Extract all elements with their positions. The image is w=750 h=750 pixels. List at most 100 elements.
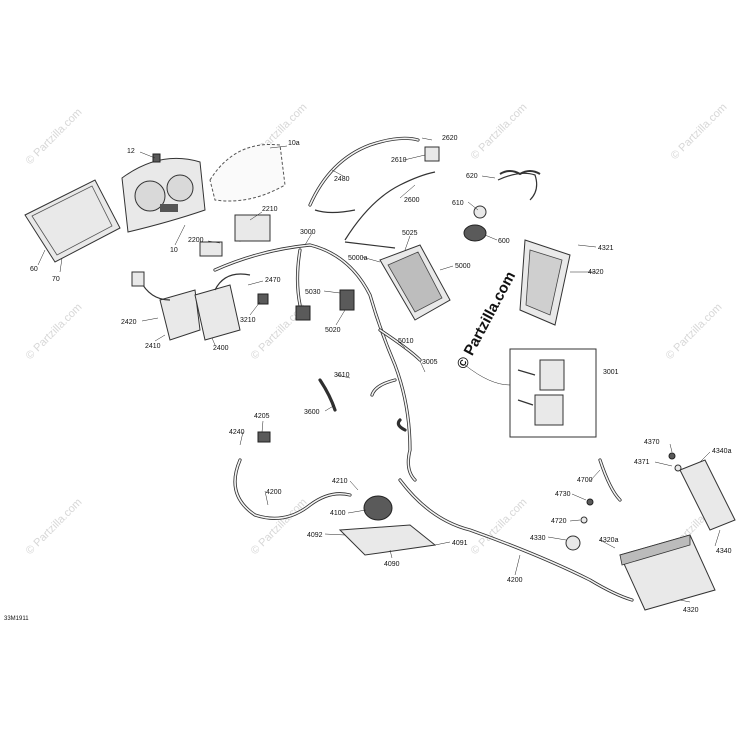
sensor-3210	[257, 293, 269, 305]
lower-cables	[233, 378, 634, 602]
bolt-4730	[586, 498, 594, 506]
cluster-back-cover	[24, 179, 121, 263]
cable-4200-left-inner	[234, 459, 351, 520]
callout-2480: 2480	[334, 176, 350, 183]
battery-group	[580, 452, 736, 611]
callout-3610: 3610	[334, 372, 350, 379]
coil-cord-spiral	[499, 170, 541, 176]
inset-leader	[464, 364, 511, 386]
cluster-screw	[152, 153, 161, 163]
switch-2400	[194, 284, 241, 341]
callout-5030: 5030	[305, 289, 321, 296]
harness-branch-3610	[370, 378, 397, 397]
leader-lines	[37, 137, 721, 603]
callout-4720: 4720	[551, 518, 567, 525]
nut-4720	[580, 516, 588, 524]
callout-70: 70	[52, 276, 60, 283]
cable-4700-inner	[599, 459, 621, 501]
callout-4730: 4730	[555, 491, 571, 498]
callout-4210: 4210	[332, 478, 348, 485]
connector-2420	[131, 271, 145, 287]
switch-2400-lead	[214, 273, 251, 291]
module-2210	[234, 214, 271, 242]
harness-branch-3610-inner	[371, 379, 396, 396]
cable-4700	[598, 458, 622, 502]
ecu-5000-face	[387, 251, 443, 313]
callout-2600: 2600	[404, 197, 420, 204]
connector-2200	[199, 241, 223, 257]
cluster-display	[160, 204, 178, 212]
solenoid-4100	[363, 495, 393, 521]
battery-bracket-4340	[679, 459, 736, 531]
callout-4320-battery: 4320	[683, 607, 699, 614]
callout-4200-lower: 4200	[507, 577, 523, 584]
harness-branch-5030-inner	[296, 249, 301, 306]
speedometer-dial	[134, 180, 166, 212]
grommet-610	[473, 205, 487, 219]
callout-2420: 2420	[121, 319, 137, 326]
callout-2200: 2200	[188, 237, 204, 244]
callout-3001: 3001	[603, 369, 619, 376]
callout-2410: 2410	[145, 343, 161, 350]
callout-620: 620	[466, 173, 478, 180]
callout-10a: 10a	[288, 140, 300, 147]
callout-5025: 5025	[402, 230, 418, 237]
callout-2400: 2400	[213, 345, 229, 352]
watermark-layer: © Partzilla.com © Partzilla.com © Partzi…	[24, 101, 730, 557]
callout-3600: 3600	[304, 409, 320, 416]
callout-4092: 4092	[307, 532, 323, 539]
instrument-cluster-group	[24, 143, 286, 263]
watermark: © Partzilla.com	[669, 101, 730, 162]
callout-3000: 3000	[300, 229, 316, 236]
modules	[199, 214, 571, 326]
callout-4205: 4205	[254, 413, 270, 420]
callout-5000a: 5000a	[348, 255, 368, 262]
battery-top	[619, 534, 691, 566]
diagram-code: 33M1911	[4, 616, 29, 622]
callout-4370: 4370	[644, 439, 660, 446]
callout-2470: 2470	[265, 277, 281, 284]
callout-3210: 3210	[240, 317, 256, 324]
watermark: © Partzilla.com	[24, 301, 85, 362]
callout-10: 10	[170, 247, 178, 254]
cluster-lens	[209, 143, 286, 202]
inset-wires	[517, 369, 536, 406]
lead-2600-wire	[344, 171, 436, 241]
watermark: © Partzilla.com	[24, 496, 85, 557]
callout-2620: 2620	[442, 135, 458, 142]
antenna-cable-end	[314, 209, 356, 214]
watermark: © Partzilla.com	[664, 301, 725, 362]
coil-cord-620	[497, 172, 538, 201]
watermark: © Partzilla.com	[24, 106, 85, 167]
switch-2610	[424, 146, 440, 162]
callout-2210: 2210	[262, 206, 278, 213]
inset-relay-upper	[539, 359, 565, 391]
callout-4340: 4340	[716, 548, 732, 555]
cluster-back-cover-rim	[31, 185, 113, 256]
antenna-cable-upper-inner	[309, 137, 419, 206]
upper-wires	[308, 136, 541, 249]
inset-3001	[464, 348, 597, 438]
callout-labels: 12 10a 10 60 70 2620 2610 2480 2600 620 …	[30, 135, 732, 614]
horn-600	[463, 224, 487, 242]
cable-4200-right-inner	[399, 479, 633, 601]
harness-branch-5010-inner	[379, 329, 421, 361]
solenoid-group	[338, 495, 581, 556]
callout-4200-upper: 4200	[266, 489, 282, 496]
watermark: © Partzilla.com	[469, 101, 530, 162]
watermark: © Partzilla.com	[249, 496, 310, 557]
callout-4091: 4091	[452, 540, 468, 547]
fuse-box-4320-face	[525, 249, 563, 316]
callout-5020: 5020	[325, 327, 341, 334]
callout-4330: 4330	[530, 535, 546, 542]
callout-4320: 4320	[588, 269, 604, 276]
lead-2600-tail	[344, 241, 396, 249]
callout-4371: 4371	[634, 459, 650, 466]
bracket-4090	[338, 524, 437, 556]
cap-4330	[565, 535, 581, 551]
main-harness-trunk	[213, 243, 417, 482]
terminal-4205	[257, 431, 271, 443]
callout-610: 610	[452, 200, 464, 207]
switch-assemblies	[131, 271, 311, 341]
